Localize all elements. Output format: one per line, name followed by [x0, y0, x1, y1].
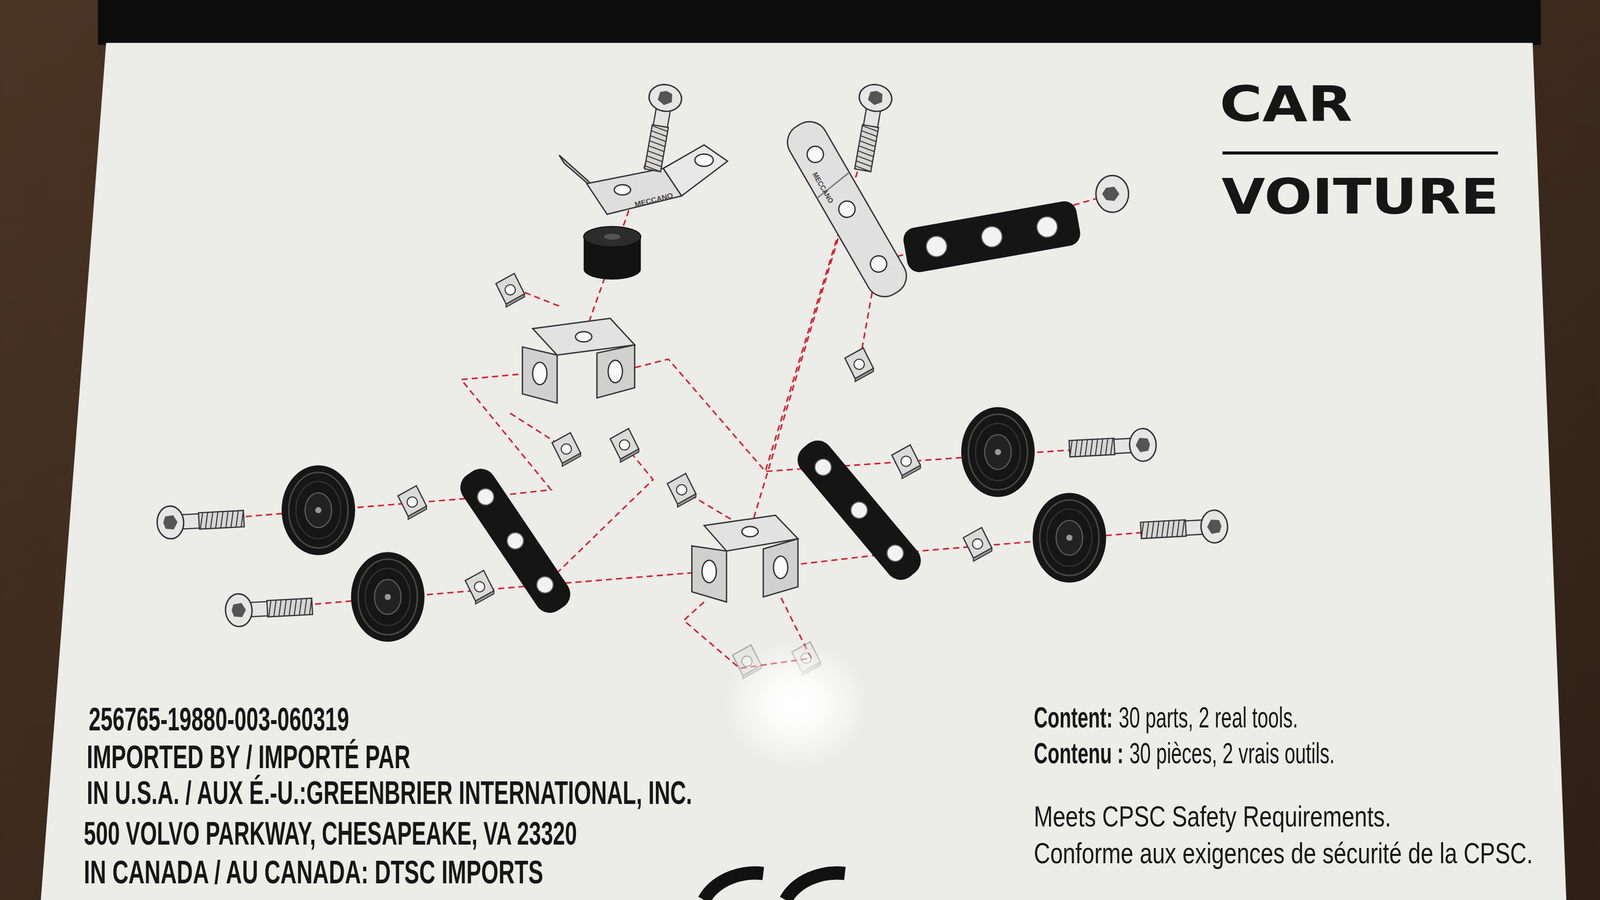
importer-address-line: 500 VOLVO PARKWAY, CHESAPEAKE, VA 23320	[83, 814, 577, 853]
importer-note-line: IMPORTED BY / IMPORTÉ PAR	[86, 737, 411, 777]
spacer	[583, 226, 642, 280]
u-bracket	[691, 515, 798, 602]
part-marking: MECCANO	[811, 170, 836, 205]
flat-strip	[791, 434, 927, 587]
product-code: 256765-19880-003-060319	[88, 700, 350, 738]
screw	[156, 502, 245, 540]
flat-strip	[901, 199, 1083, 275]
screw	[1068, 427, 1157, 466]
screw	[846, 81, 894, 174]
importer-address: 500 VOLVO PARKWAY, CHESAPEAKE, VA 23320	[83, 815, 577, 852]
content-note: 30 pièces, 2 vrais outils.	[1129, 736, 1335, 770]
importer-note: IN U.S.A. / AUX É.-U.:GREENBRIER INTERNA…	[86, 774, 693, 811]
light-glare	[724, 640, 868, 768]
angle-bracket	[559, 145, 728, 215]
flat-strip	[454, 462, 576, 619]
safety-note: Conforme aux exigences de sécurité de la…	[1033, 836, 1533, 870]
safety-note-line: Meets CPSC Safety Requirements.	[1033, 799, 1392, 835]
content-note: Content:	[1033, 700, 1113, 734]
screw-head	[1096, 175, 1129, 213]
content-note: 30 parts, 2 real tools.	[1118, 700, 1299, 734]
screw	[636, 81, 684, 174]
title-line: CAR	[1219, 75, 1353, 134]
screw	[1140, 509, 1229, 547]
bent-strip	[780, 115, 914, 304]
importer-note: IN CANADA / AU CANADA: DTSC IMPORTS	[83, 853, 544, 891]
part-marking-line: MECCANO	[633, 191, 675, 210]
content-note: Contenu :	[1033, 736, 1124, 770]
box-edge	[98, 0, 1541, 46]
assembly-lines	[173, 114, 1215, 669]
content-note-line: Content:30 parts, 2 real tools.	[1033, 700, 1299, 736]
part-marking: MECCANO	[633, 191, 675, 209]
importer-note: IMPORTED BY / IMPORTÉ PAR	[86, 738, 411, 775]
importer-note-line: IN U.S.A. / AUX É.-U.:GREENBRIER INTERNA…	[86, 773, 693, 813]
box-panel	[40, 42, 1567, 900]
importer-note-line: IN CANADA / AU CANADA: DTSC IMPORTS	[83, 852, 544, 892]
ce-mark	[703, 873, 845, 900]
title: CAR	[1219, 75, 1353, 133]
title-rule	[1222, 151, 1499, 155]
subtitle-line: VOITURE	[1221, 167, 1500, 227]
u-bracket	[522, 318, 635, 403]
part-marking-line: MECCANO	[810, 170, 836, 205]
screw	[224, 590, 313, 628]
content-note-line: Contenu :30 pièces, 2 vrais outils.	[1033, 735, 1335, 772]
safety-note-line: Conforme aux exigences de sécurité de la…	[1033, 835, 1533, 872]
square-nuts	[398, 273, 993, 679]
wheels	[281, 407, 1107, 643]
subtitle: VOITURE	[1221, 168, 1500, 226]
product-code-line: 256765-19880-003-060319	[88, 700, 350, 739]
safety-note: Meets CPSC Safety Requirements.	[1033, 800, 1392, 833]
